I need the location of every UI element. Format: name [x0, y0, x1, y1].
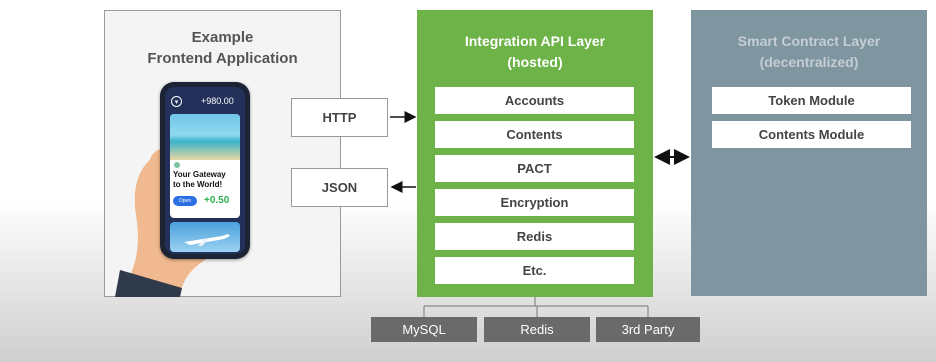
- brand-avatar-icon: [174, 162, 180, 168]
- card-headline: Your Gateway to the World!: [173, 170, 226, 189]
- third-party-store: 3rd Party: [596, 317, 700, 342]
- token-module: Token Module: [712, 87, 911, 114]
- integration-api-layer-panel: Integration API Layer (hosted) Accounts …: [417, 10, 653, 297]
- phone-screen: ▾ +980.00 Your Gateway to the World! Ope…: [165, 87, 245, 254]
- frontend-application-title: Example Frontend Application: [147, 29, 298, 67]
- phone-balance: +980.00: [201, 96, 234, 106]
- smart-contract-layer-panel: Smart Contract Layer (decentralized) Tok…: [691, 10, 927, 296]
- contents-module: Contents: [435, 121, 634, 148]
- data-store-tree: [423, 297, 649, 317]
- mysql-store: MySQL: [371, 317, 477, 342]
- json-response-box: JSON: [291, 168, 388, 207]
- beach-image: [170, 114, 240, 160]
- etc-module: Etc.: [435, 257, 634, 284]
- redis-store: Redis: [484, 317, 590, 342]
- http-request-box: HTTP: [291, 98, 388, 137]
- content-card[interactable]: Your Gateway to the World! Open +0.50: [170, 114, 240, 218]
- airplane-icon: [184, 234, 230, 246]
- accounts-module: Accounts: [435, 87, 634, 114]
- redis-module: Redis: [435, 223, 634, 250]
- airplane-card-image: [170, 222, 240, 252]
- contents-module-sc: Contents Module: [712, 121, 911, 148]
- pact-module: PACT: [435, 155, 634, 182]
- app-logo-icon: ▾: [171, 96, 182, 107]
- card-value: +0.50: [204, 195, 230, 206]
- encryption-module: Encryption: [435, 189, 634, 216]
- open-button[interactable]: Open: [173, 196, 197, 206]
- smart-contract-layer-title: Smart Contract Layer (decentralized): [737, 33, 881, 70]
- integration-api-layer-title: Integration API Layer (hosted): [464, 33, 606, 70]
- phone-mockup: ▾ +980.00 Your Gateway to the World! Ope…: [160, 82, 250, 259]
